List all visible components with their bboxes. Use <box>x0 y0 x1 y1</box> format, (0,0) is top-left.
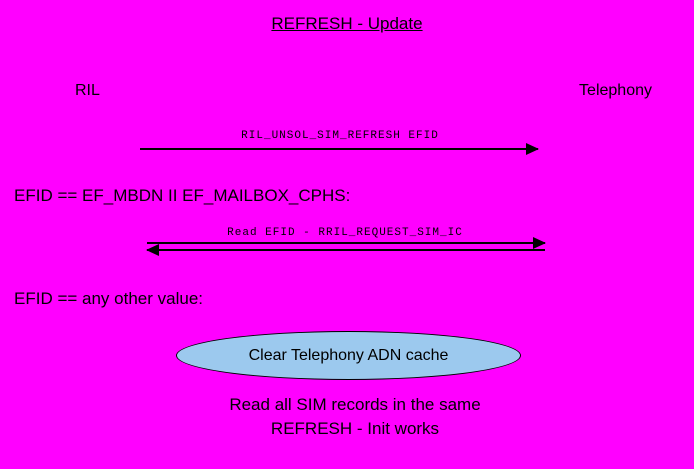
right-arrow <box>140 143 539 155</box>
double-arrow-bottom-left <box>146 244 545 256</box>
clear-cache-ellipse-label: Clear Telephony ADN cache <box>248 346 449 364</box>
condition-mbdn-mailbox: EFID == EF_MBDN II EF_MAILBOX_CPHS: <box>14 186 351 205</box>
double-arrow-top-right <box>147 237 546 249</box>
actor-telephony: Telephony <box>579 82 652 99</box>
message-refresh-label: RIL_UNSOL_SIM_REFRESH EFID <box>241 130 439 142</box>
message-read-efid-label: Read EFID - RRIL_REQUEST_SIM_IC <box>227 227 463 239</box>
diagram-title: REFRESH - Update <box>271 14 423 33</box>
bottom-note: Read all SIM records in the same REFRESH… <box>155 393 555 441</box>
bottom-note-line-1: Read all SIM records in the same <box>229 395 481 414</box>
condition-any-other-value: EFID == any other value: <box>14 289 203 308</box>
clear-cache-ellipse: Clear Telephony ADN cache <box>176 331 521 380</box>
bottom-note-line-2: REFRESH - Init works <box>270 419 440 438</box>
actor-ril: RIL <box>75 82 100 99</box>
